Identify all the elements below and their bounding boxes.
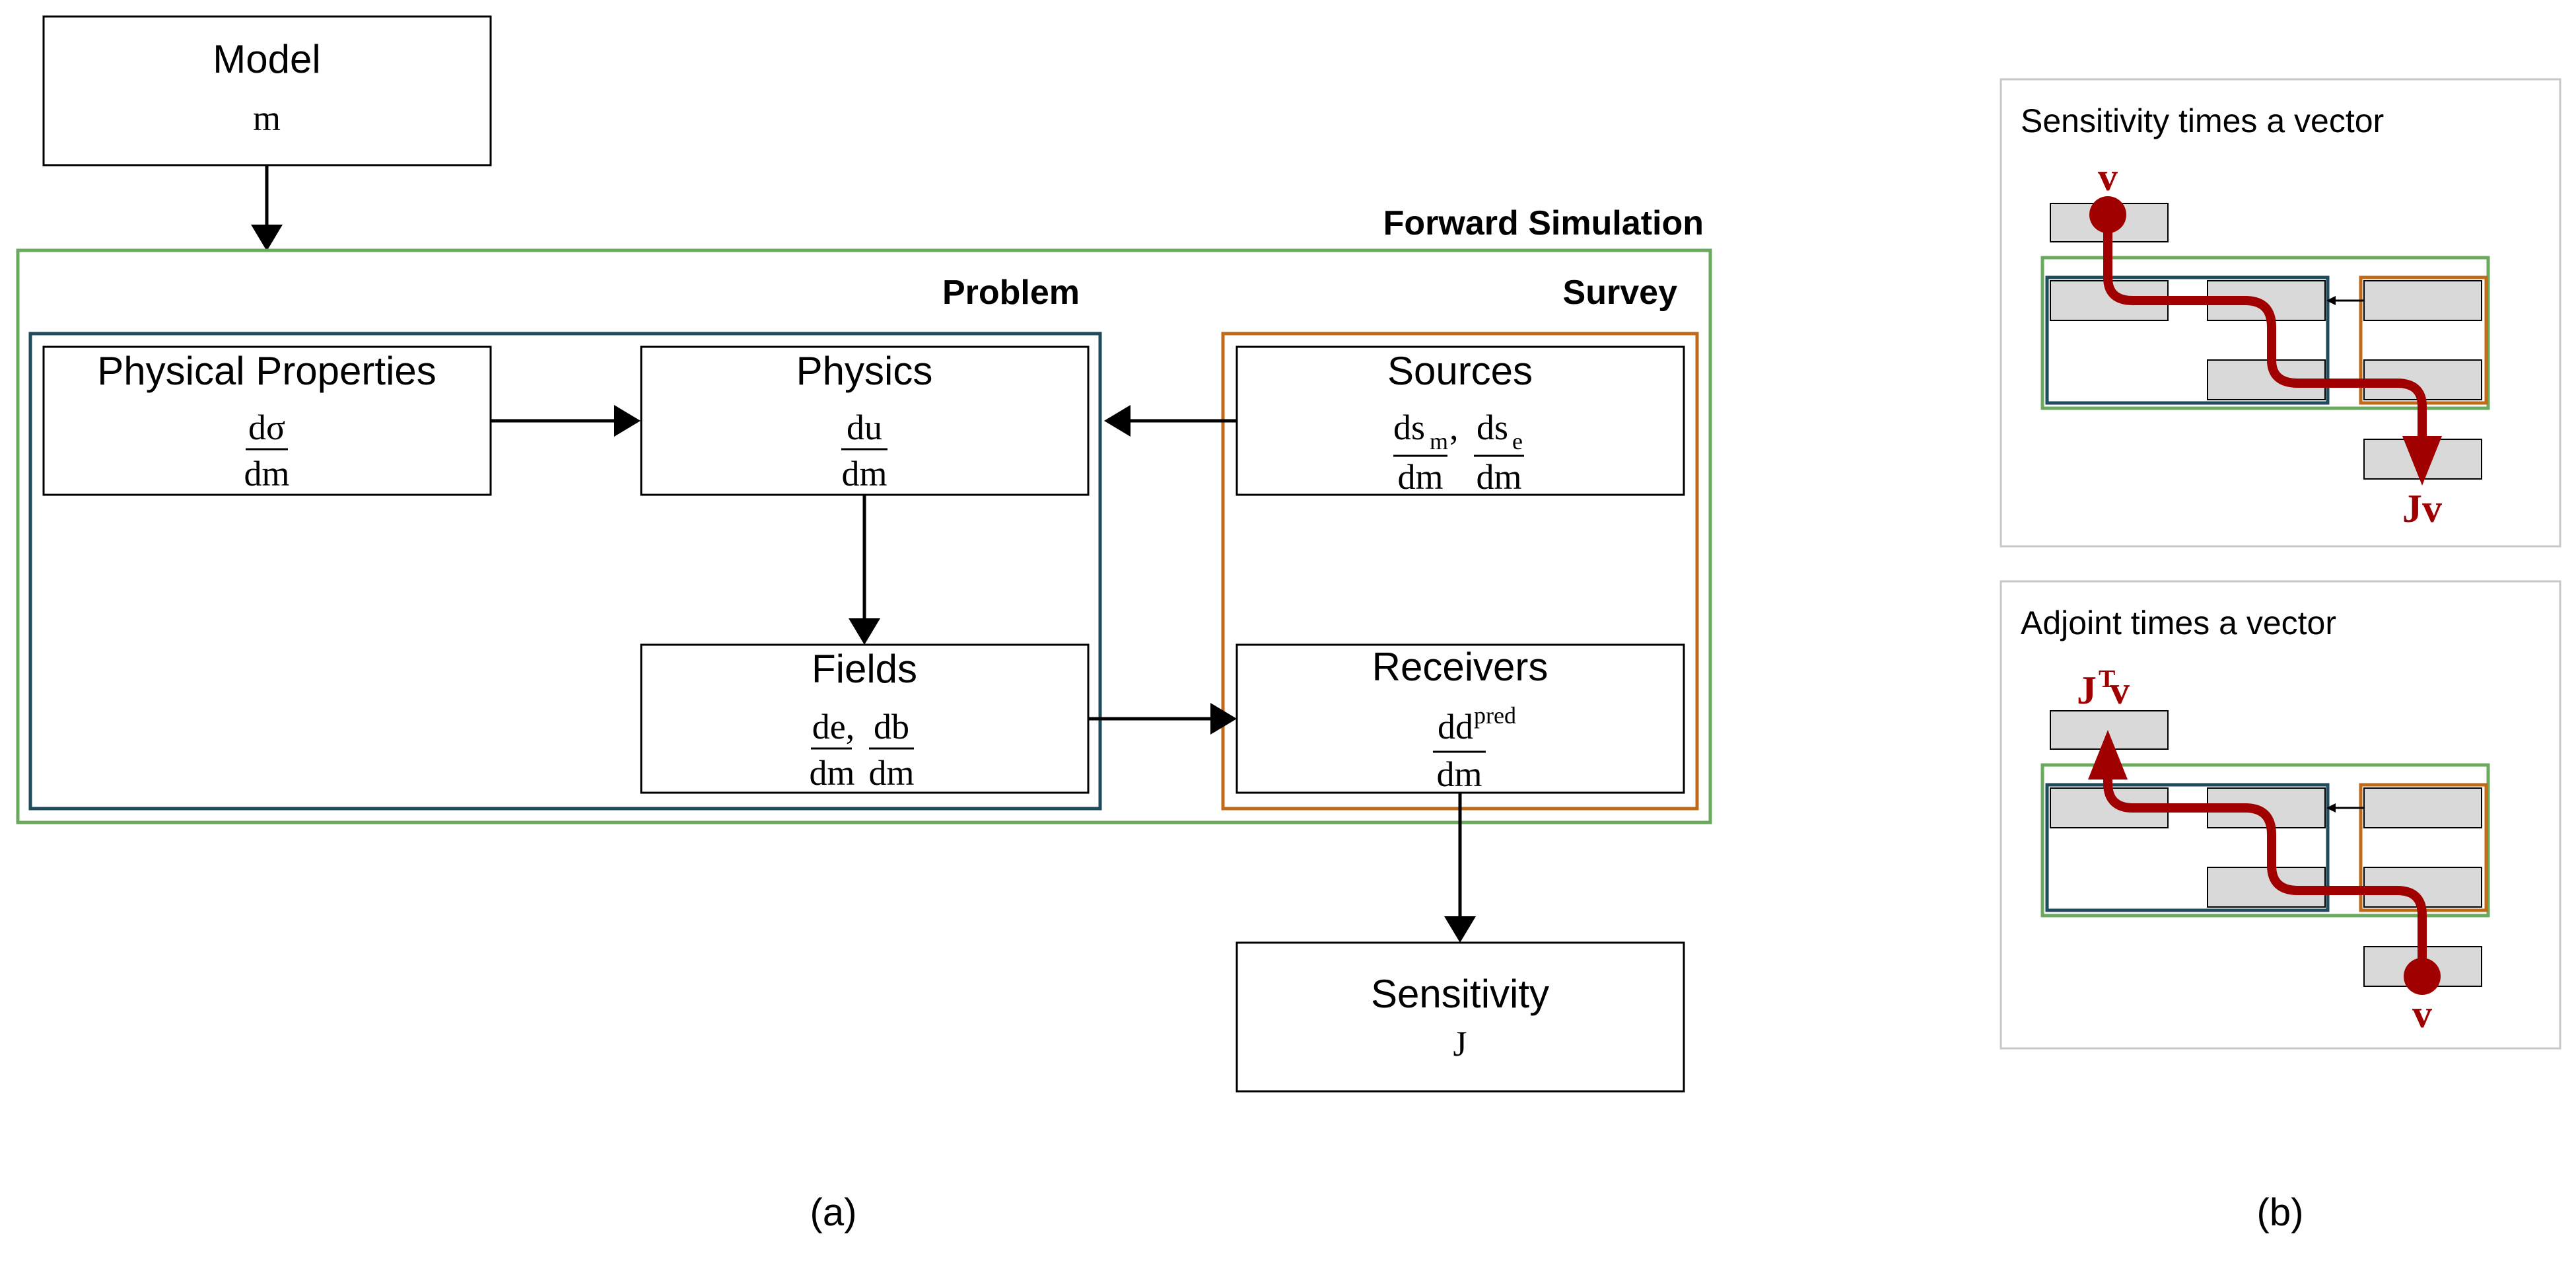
sources-num-1: ds [1393, 408, 1425, 447]
panel-b-bottom-input-label: v [2412, 992, 2432, 1036]
receivers-box: Receivers dd pred dm [1236, 643, 1685, 794]
arrow-receivers-to-sensitivity [1444, 793, 1476, 943]
receivers-num: dd [1438, 707, 1473, 746]
physical-properties-title: Physical Properties [97, 349, 436, 393]
sensitivity-symbol: J [1453, 1024, 1467, 1064]
fields-den-2: dm [868, 753, 914, 793]
arrow-sources-to-physics [1104, 405, 1237, 437]
sources-num-2: ds [1477, 408, 1508, 447]
sources-sub-1: m [1430, 428, 1448, 454]
sources-den-2: dm [1476, 457, 1521, 497]
arrow-fields-to-receivers [1088, 703, 1237, 735]
forward-simulation-label: Forward Simulation [1383, 204, 1704, 242]
model-symbol: m [253, 98, 281, 138]
physical-properties-den: dm [244, 454, 289, 493]
fields-den-1: dm [809, 753, 854, 793]
receivers-sup: pred [1474, 702, 1516, 729]
arrow-physics-to-fields [849, 495, 880, 645]
sources-den-1: dm [1397, 457, 1443, 497]
physical-properties-num: dσ [248, 408, 285, 447]
panel-b-adjoint: Adjoint times a vector J T v v [2000, 580, 2561, 1050]
fields-num-2: db [874, 707, 909, 746]
sensitivity-title: Sensitivity [1371, 972, 1549, 1016]
arrow-model-to-forward [251, 165, 283, 251]
sources-title: Sources [1387, 349, 1533, 393]
physics-num: du [847, 408, 882, 447]
sources-sub-2: e [1512, 428, 1523, 454]
sensitivity-box: Sensitivity J [1236, 941, 1685, 1093]
panel-b-bottom-output-v: v [2110, 669, 2130, 712]
sources-comma: , [1449, 408, 1459, 447]
receivers-den: dm [1436, 754, 1482, 794]
panel-b-top-output-label: Jv [2402, 487, 2442, 530]
forward-simulation-frame [16, 248, 1712, 824]
panel-b-bottom-output-label: J [2077, 669, 2097, 712]
sources-box: Sources ds m , dm ds e dm [1236, 345, 1685, 497]
panel-b-sensitivity-title: Sensitivity times a vector [2021, 102, 2384, 139]
physical-properties-box: Physical Properties dσ dm [42, 345, 492, 496]
caption-a: (a) [810, 1191, 857, 1234]
panel-b-adjoint-title: Adjoint times a vector [2021, 604, 2336, 641]
physics-den: dm [841, 454, 887, 493]
physics-title: Physics [796, 349, 933, 393]
fields-box: Fields de, dm db dm [640, 643, 1090, 794]
panel-b-sensitivity: Sensitivity times a vector v Jv [2000, 78, 2561, 548]
fields-num-1: de, [812, 707, 854, 746]
model-title: Model [213, 37, 320, 81]
fields-title: Fields [812, 647, 917, 691]
model-box: Model m [42, 15, 492, 166]
arrow-physprops-to-physics [491, 405, 641, 437]
panel-b-top-input-label: v [2098, 155, 2118, 199]
physics-box: Physics du dm [640, 345, 1090, 496]
receivers-title: Receivers [1372, 645, 1549, 689]
survey-label: Survey [1563, 273, 1678, 312]
problem-frame [28, 332, 1102, 811]
caption-b: (b) [2257, 1191, 2304, 1234]
panel-b-bottom-output-sup: T [2099, 665, 2115, 693]
problem-label: Problem [942, 273, 1080, 312]
